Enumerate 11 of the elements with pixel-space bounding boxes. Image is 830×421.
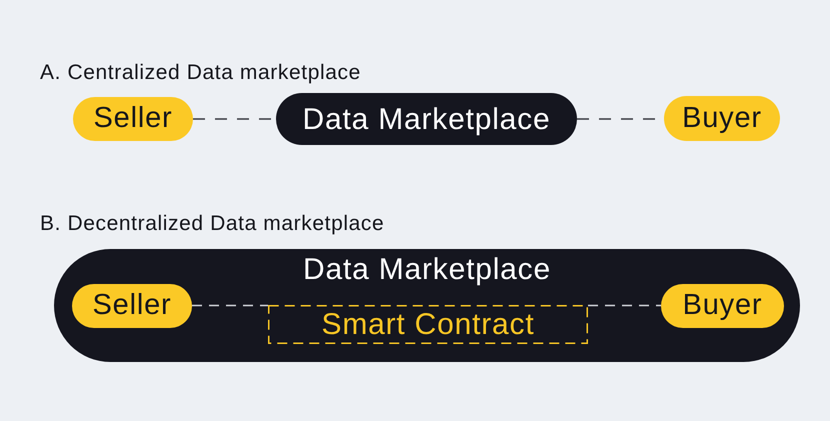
section-heading: A. Centralized Data marketplace <box>40 60 361 86</box>
band-title: Data Marketplace <box>302 253 552 286</box>
marketplace-pill: Data Marketplace <box>276 93 577 145</box>
participant-pill: Seller <box>72 284 192 328</box>
participant-pill: Buyer <box>664 96 780 141</box>
participant-pill: Seller <box>73 97 193 141</box>
dashed-connector <box>192 304 268 306</box>
contract-box: Smart Contract <box>268 305 588 344</box>
section-heading: B. Decentralized Data marketplace <box>40 211 384 236</box>
participant-pill: Buyer <box>661 284 784 328</box>
dashed-connector <box>588 304 661 306</box>
